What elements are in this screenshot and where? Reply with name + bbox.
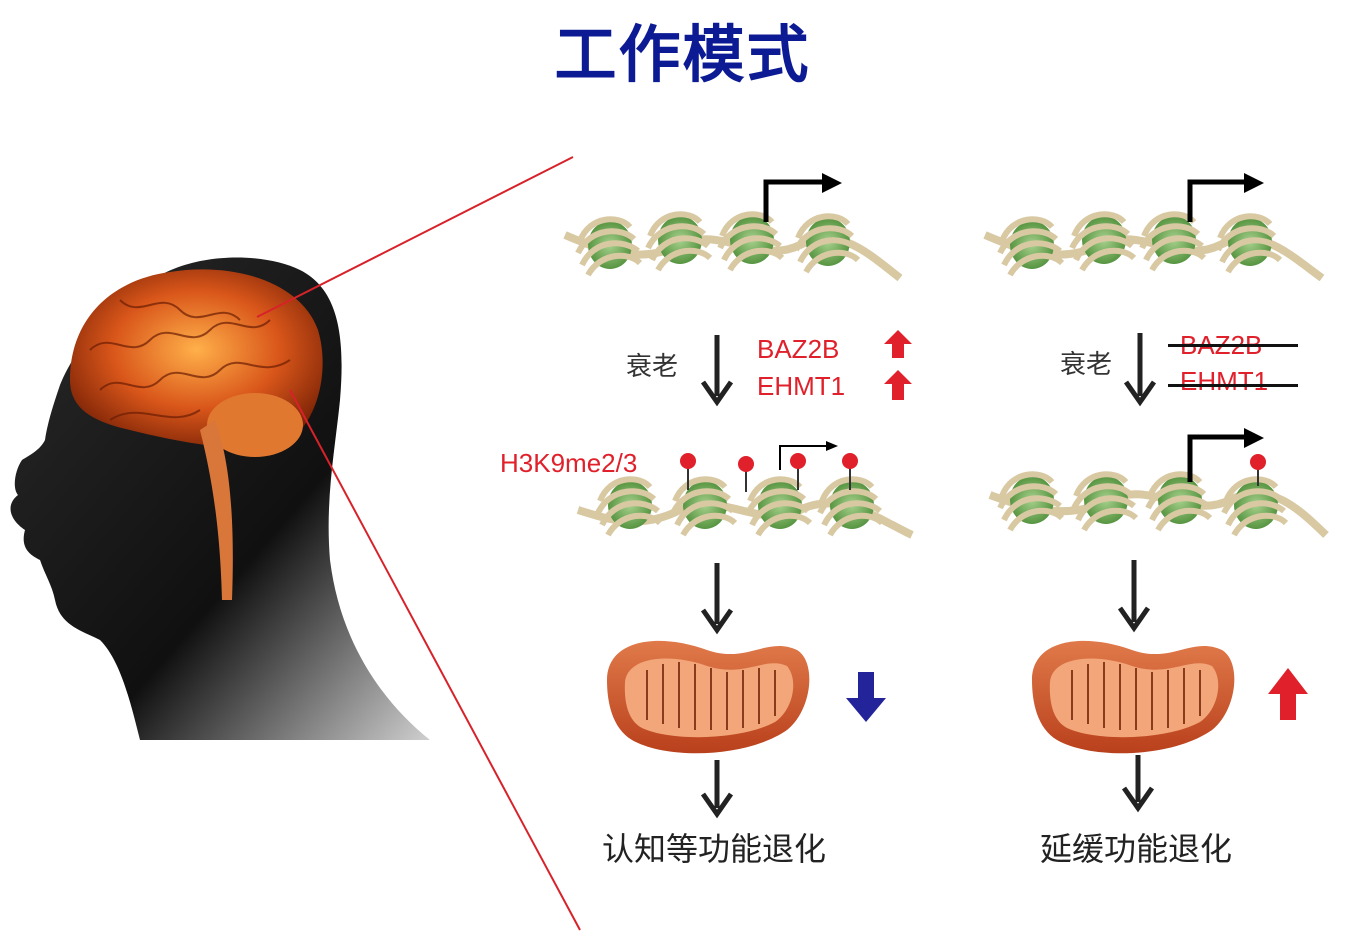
down-arrow-left-1	[700, 335, 734, 407]
page-title: 工作模式	[554, 18, 811, 91]
promoter-arrow-left-bottom	[779, 445, 826, 470]
down-arrow-right-1	[1123, 333, 1157, 407]
strikethrough-ehmt1	[1168, 384, 1298, 387]
mitochondrion-right	[1031, 639, 1236, 755]
down-arrow-right-3	[1121, 755, 1155, 813]
down-arrow-right-2	[1117, 560, 1151, 633]
down-arrow-left-2	[700, 563, 734, 635]
promoter-arrowhead-left-bottom	[826, 441, 838, 451]
chromatin-left-bottom	[576, 479, 914, 539]
gene-baz2b-left: BAZ2B	[757, 334, 840, 364]
outcome-right: 延缓功能退化	[1040, 830, 1233, 868]
promoter-arrowhead-right-top	[1244, 173, 1264, 193]
aging-label-right: 衰老	[1060, 350, 1113, 380]
down-arrow-left-3	[700, 760, 734, 819]
promoter-arrow-right-top	[1187, 179, 1244, 222]
zoom-line-top	[256, 156, 574, 318]
promoter-arrow-left-top	[763, 179, 822, 222]
gene-ehmt1-left: EHMT1	[757, 371, 846, 401]
methylation-marks-left	[680, 453, 858, 492]
up-arrow-red	[1268, 668, 1308, 720]
promoter-arrowhead-right-bottom	[1244, 428, 1264, 448]
promoter-arrow-right-bottom	[1187, 434, 1244, 482]
outcome-left: 认知等功能退化	[602, 830, 827, 868]
chromatin-left-top	[563, 214, 903, 282]
promoter-arrowhead-left-top	[822, 173, 842, 193]
up-arrow-baz2b	[884, 330, 912, 358]
h3k9-label: H3K9me2/3	[500, 448, 638, 478]
strikethrough-baz2b	[1168, 344, 1298, 347]
chromatin-right-top	[983, 214, 1325, 282]
down-arrow-blue	[846, 672, 886, 722]
head-illustration	[10, 257, 430, 740]
chromatin-right-bottom	[988, 474, 1329, 535]
mitochondrion-left	[606, 639, 811, 755]
methylation-mark-right	[1250, 454, 1266, 486]
gene-ehmt1-right: EHMT1	[1180, 366, 1269, 396]
up-arrow-ehmt1	[884, 370, 912, 400]
aging-label-left: 衰老	[626, 352, 679, 382]
zoom-line-bottom	[289, 389, 581, 931]
